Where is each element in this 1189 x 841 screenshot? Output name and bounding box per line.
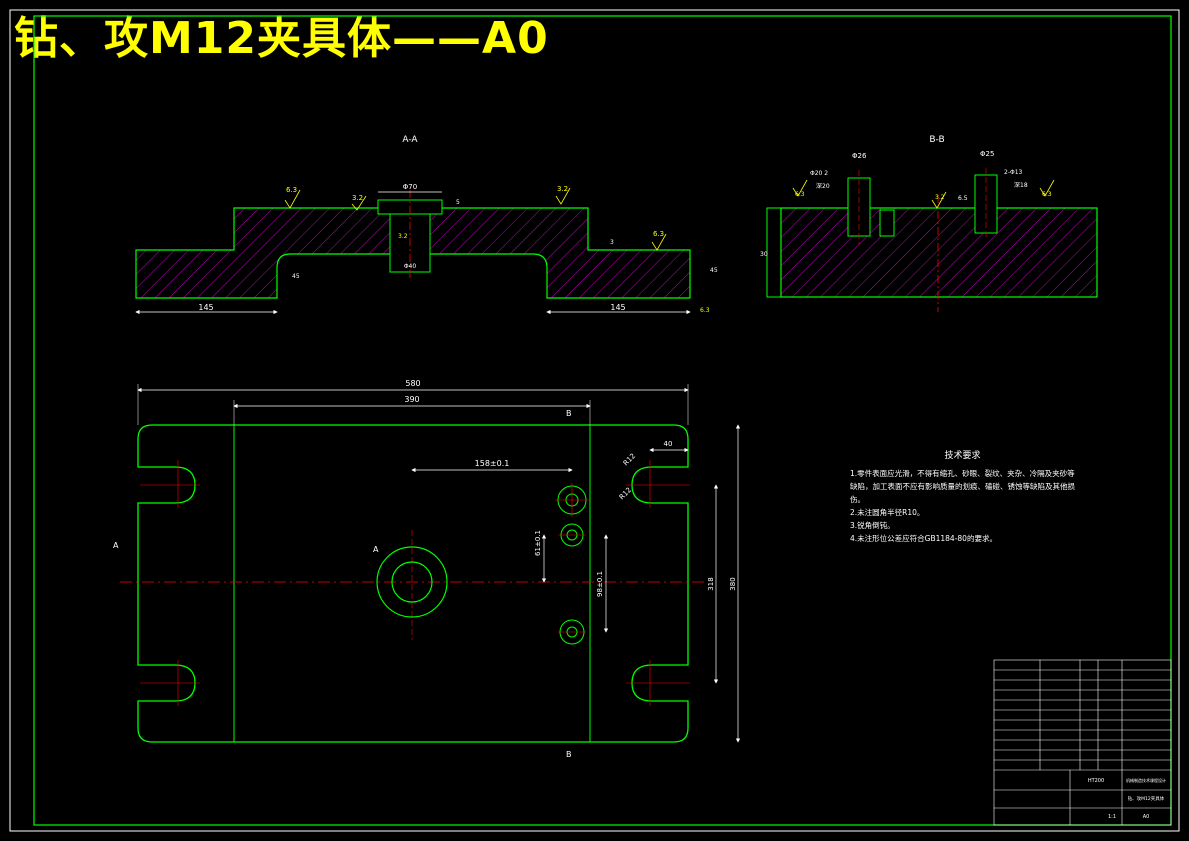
plan-outline	[137, 424, 689, 743]
section-b-dim-hole1-thread: Φ20 2	[810, 170, 828, 177]
tech-item-3: 3.锐角倒钝。	[850, 521, 895, 530]
section-a-rough-b: 3.2	[352, 194, 363, 202]
section-b-view: B-B 30 Φ26 Φ20 2 深20 Φ25 2-Φ13 深18 6.3 3…	[760, 135, 1098, 312]
tech-item-1: 1.零件表面应光滑，不得有缩孔、砂眼、裂纹、夹杂、冷隔及夹砂等缺陷，加工表面不应…	[850, 469, 1075, 504]
tech-item-2: 2.未注圆角半径R10。	[850, 508, 925, 517]
section-a-dim-height-left: 45	[292, 273, 300, 280]
section-b-rough-b: 3.2	[935, 194, 945, 201]
section-b-label: B-B	[929, 135, 944, 145]
title-block	[993, 659, 1172, 826]
section-a-dim-bore: Φ70	[403, 183, 417, 191]
section-b-hatch	[780, 207, 1098, 298]
section-a-dim-step2: 3	[610, 239, 614, 246]
section-a-dim-left: 145	[198, 303, 213, 312]
plan-bore-outer	[376, 546, 448, 618]
tech-requirements: 技术要求 1.零件表面应光滑，不得有缩孔、砂眼、裂纹、夹杂、冷隔及夹砂等缺陷，加…	[850, 450, 1075, 545]
title-block-material: HT200	[1088, 778, 1104, 784]
plan-dim-hole-y2: 98±0.1	[596, 571, 604, 597]
plan-dim-slot: R12	[622, 452, 637, 467]
plan-marker-a-end: A	[113, 541, 119, 550]
plan-dim-height-outer: 380	[729, 577, 737, 590]
plan-dim-slot2: R12	[618, 486, 633, 501]
section-a-rough-f: 6.3	[700, 307, 710, 314]
plan-marker-a: A	[373, 545, 379, 554]
section-a-dim-step: 5	[456, 199, 460, 206]
plan-bore-inner	[391, 561, 433, 603]
section-a-label: A-A	[402, 135, 418, 145]
plan-marker-b-top: B	[566, 409, 572, 418]
plan-dim-overall: 580	[405, 379, 420, 388]
plan-marker-b-bottom: B	[566, 750, 572, 759]
section-a-rough-c: 3.2	[557, 185, 568, 193]
plan-dim-offset: 40	[664, 440, 673, 448]
tech-heading: 技术要求	[944, 451, 981, 461]
section-a-view: A-A 145 145 Φ70 Φ40 45 45 5 3 6.3 3.2 3.…	[135, 135, 718, 315]
section-b-dim-height: 30	[760, 251, 768, 258]
section-b-dim-hole1: Φ26	[852, 152, 867, 160]
section-b-rough-a: 6.3	[795, 191, 805, 198]
section-b-dim-small: 6.5	[958, 195, 968, 202]
section-b-dim-hole2-thread: 2-Φ13	[1004, 169, 1023, 176]
sheet-border-outer	[9, 9, 1180, 832]
section-a-dim-right: 145	[610, 303, 625, 312]
section-a-dim-height-right: 45	[710, 267, 718, 274]
sheet-border-inner	[33, 15, 1172, 826]
section-b-dim-hole2: Φ25	[980, 150, 994, 158]
plan-dim-hole-y1: 61±0.1	[534, 530, 542, 556]
title-block-part-name: 钻、攻M12夹具体	[1128, 795, 1165, 802]
title-block-scale: 1:1	[1108, 814, 1116, 820]
section-a-rough-a: 6.3	[286, 186, 297, 194]
section-a-rough-d: 6.3	[653, 230, 664, 238]
section-b-dim-hole2-depth: 深18	[1014, 181, 1028, 189]
section-b-hole1-thread	[879, 209, 895, 237]
section-b-dim-hole1-depth: 深20	[816, 182, 830, 190]
drawing-title: 钻、攻M12夹具体——A0	[14, 13, 549, 64]
section-b-rough-c: 6.3	[1042, 191, 1052, 198]
title-block-school: 机械制造技术课程设计	[1126, 777, 1166, 783]
plan-dim-inner: 390	[404, 395, 419, 404]
title-block-text: 钻、攻M12夹具体 机械制造技术课程设计 HT200 1:1 A0	[1088, 777, 1166, 820]
plan-view: 580 390 158±0.1 61±0.1 98±0.1 318 380 40…	[113, 379, 741, 759]
tech-item-4: 4.未注形位公差应符合GB1184-80的要求。	[850, 534, 997, 543]
plan-dim-hole-x: 158±0.1	[475, 459, 510, 468]
title-block-sheet: A0	[1143, 814, 1150, 820]
section-a-rough-e: 3.2	[398, 233, 408, 240]
section-a-dim-bore-lower: Φ40	[404, 263, 417, 270]
plan-dim-height-inner: 318	[707, 577, 715, 590]
